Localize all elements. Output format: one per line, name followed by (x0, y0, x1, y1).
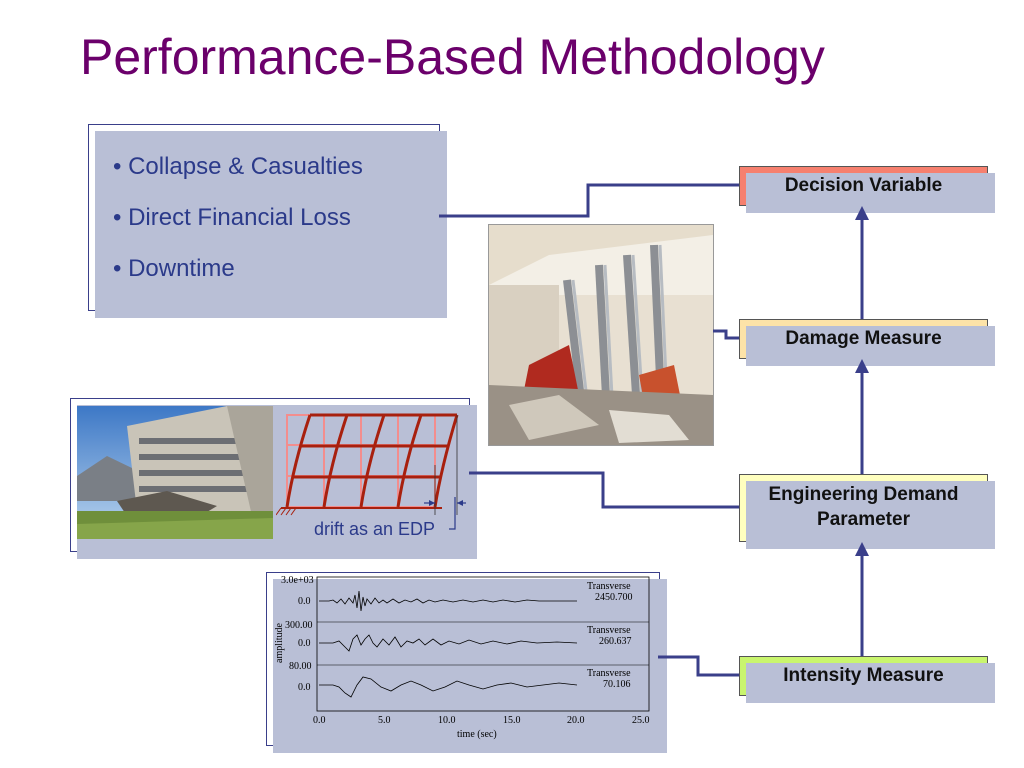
engineering-demand-parameter-box: Engineering Demand Parameter (739, 474, 995, 549)
photo-to-damage-connector (713, 329, 739, 340)
x-tick-25: 25.0 (632, 715, 650, 726)
trace2-scale: 300.00 (285, 620, 313, 631)
edp-panel-to-edp-connector (469, 471, 739, 509)
trace1-waveform (319, 590, 577, 612)
trace1-value: 2450.700 (595, 592, 633, 603)
edp-caption: drift as an EDP (314, 519, 436, 539)
trace3-scale: 80.00 (289, 661, 312, 672)
frame-drift-diagram (276, 413, 466, 516)
edp-panel: drift as an EDP (70, 398, 477, 559)
intensity-measure-label: Intensity Measure (783, 664, 944, 686)
x-tick-10: 10.0 (438, 715, 456, 726)
x-tick-20: 20.0 (567, 715, 585, 726)
outcomes-box: • Collapse & Casualties • Direct Financi… (88, 124, 447, 318)
trace1-scale: 3.0e+03 (281, 575, 314, 586)
trace3-zero: 0.0 (298, 682, 311, 693)
damage-measure-label: Damage Measure (785, 327, 942, 349)
seismogram-to-intensity-connector (658, 655, 739, 677)
trace2-waveform (319, 634, 578, 652)
damage-photo (488, 224, 714, 446)
trace3-value: 70.106 (603, 679, 631, 690)
page-title: Performance-Based Methodology (80, 29, 825, 85)
trace2-zero: 0.0 (298, 638, 311, 649)
trace2-name: Transverse (587, 625, 631, 636)
building-photo (77, 406, 273, 539)
decision-variable-box: Decision Variable (739, 166, 995, 213)
seismogram-panel: 3.0e+03 0.0 300.00 0.0 80.00 0.0 Transve… (266, 572, 667, 753)
x-tick-0: 0.0 (313, 715, 326, 726)
x-tick-5: 5.0 (378, 715, 391, 726)
trace1-zero: 0.0 (298, 596, 311, 607)
trace3-waveform (319, 676, 578, 698)
bullet-direct-financial-loss: • Direct Financial Loss (113, 204, 351, 231)
bullet-downtime: • Downtime (113, 255, 235, 282)
trace3-name: Transverse (587, 668, 631, 679)
seismogram-xlabel: time (sec) (457, 729, 497, 740)
engineering-demand-label-line2: Parameter (817, 509, 910, 530)
decision-variable-label: Decision Variable (784, 174, 943, 196)
caption-bracket (449, 497, 456, 530)
seismogram-ylabel: amplitude (274, 622, 285, 663)
seismogram-plot: 3.0e+03 0.0 300.00 0.0 80.00 0.0 Transve… (274, 575, 650, 740)
damage-measure-box: Damage Measure (739, 319, 995, 366)
engineering-demand-label-line1: Engineering Demand (768, 484, 959, 506)
trace1-name: Transverse (587, 581, 631, 592)
outcomes-to-decision-connector (439, 183, 739, 218)
x-tick-15: 15.0 (503, 715, 521, 726)
intensity-measure-box: Intensity Measure (739, 656, 995, 703)
trace2-value: 260.637 (599, 636, 632, 647)
bullet-collapse-casualties: • Collapse & Casualties (113, 153, 363, 180)
